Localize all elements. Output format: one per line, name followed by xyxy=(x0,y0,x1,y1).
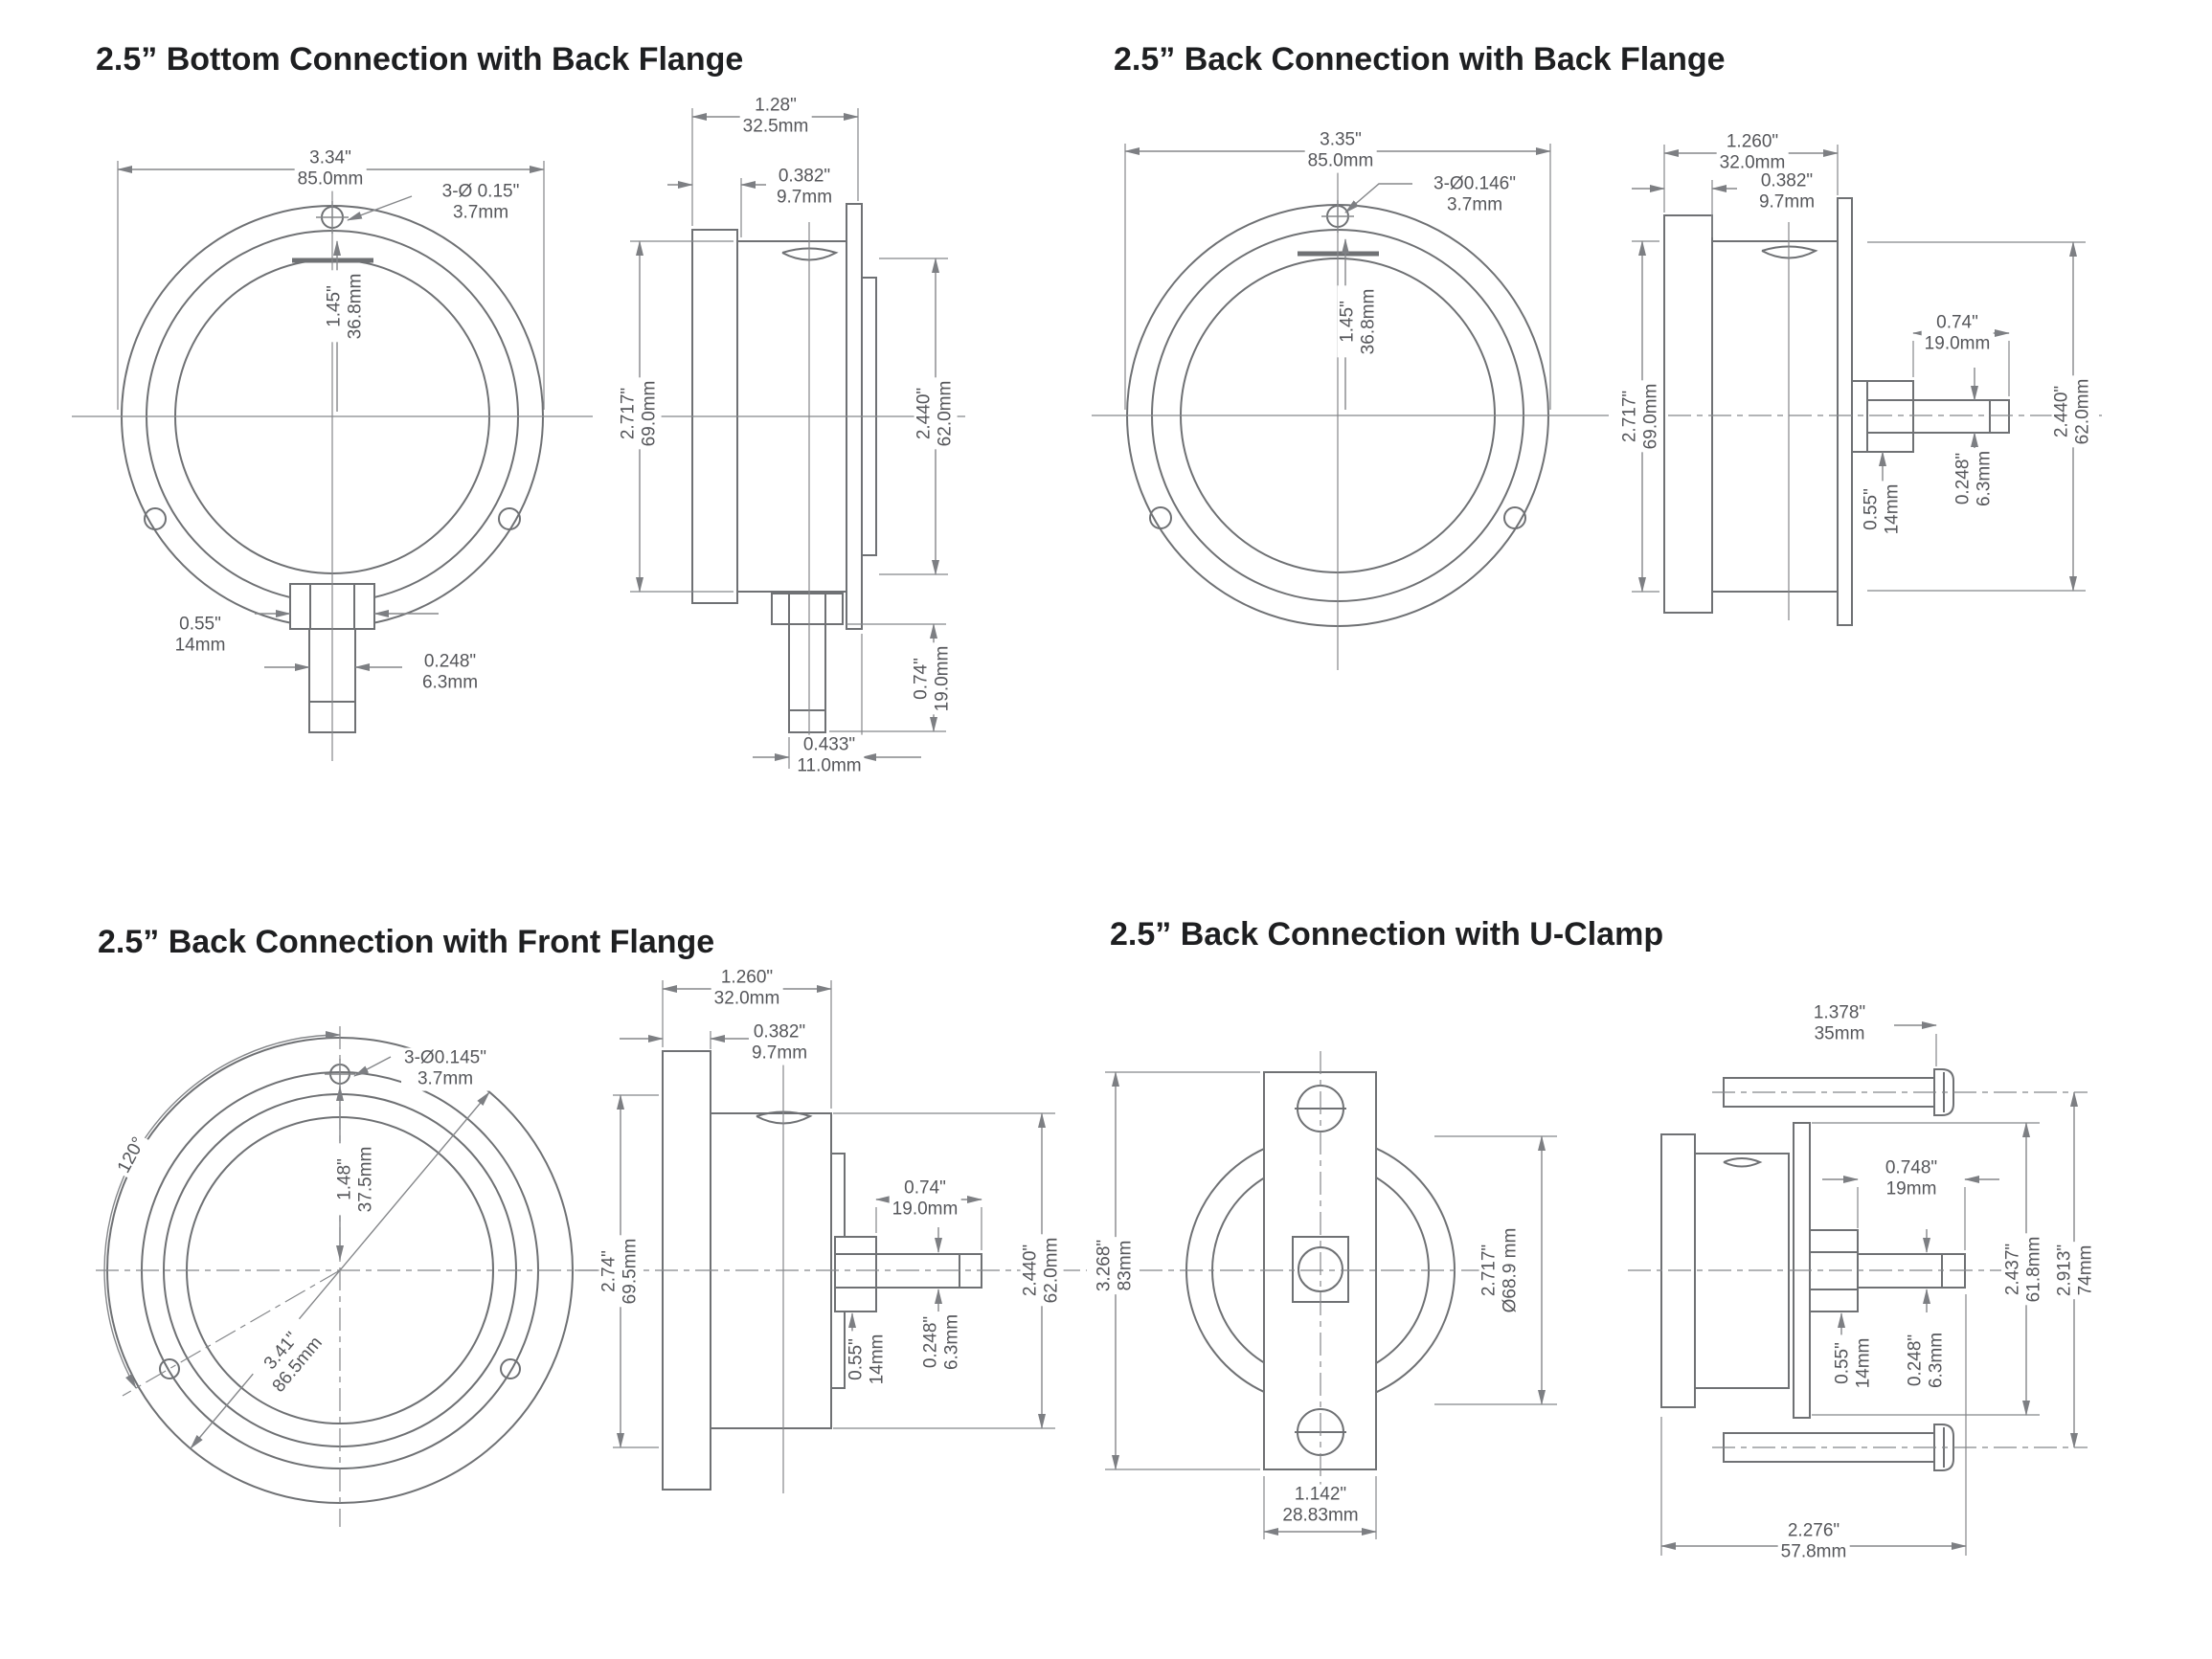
dim-q4-side-hex: 0.55" 14mm xyxy=(1832,1334,1876,1392)
dim-q4-side-screw-span: 2.913" 74mm xyxy=(2054,1241,2098,1300)
q3-title: 2.5” Back Connection with Front Flange xyxy=(98,924,715,960)
dim-q4-side-screw: 1.378" 35mm xyxy=(1810,1002,1869,1046)
dim-q3-side-stem: 0.248" 6.3mm xyxy=(920,1311,964,1374)
dim-q1-front-offset: 1.45" 36.8mm xyxy=(324,270,368,343)
dim-q4-side-clamp-height: 2.437" 61.8mm xyxy=(2002,1233,2046,1306)
dim-q4-side-stem: 0.248" 6.3mm xyxy=(1905,1329,1949,1392)
dim-q1-side-flange: 2.717" 69.0mm xyxy=(618,377,662,450)
dim-q3-side-bezel: 0.382" 9.7mm xyxy=(748,1021,811,1065)
q4-front-view xyxy=(1105,1051,1557,1539)
dim-q3-side-flange: 2.74" 69.5mm xyxy=(598,1235,643,1308)
dim-q1-side-bezel: 0.382" 9.7mm xyxy=(773,166,836,210)
dim-q2-front-offset: 1.45" 36.8mm xyxy=(1337,285,1381,358)
q1-front-view xyxy=(72,161,593,761)
q1-title: 2.5” Bottom Connection with Back Flange xyxy=(96,41,744,78)
q2-title: 2.5” Back Connection with Back Flange xyxy=(1114,41,1726,78)
dim-q2-front-holes: 3-Ø0.146" 3.7mm xyxy=(1431,173,1519,217)
dim-q3-front-offset: 1.48" 37.5mm xyxy=(334,1143,378,1216)
dim-q1-side-tip: 0.433" 11.0mm xyxy=(794,734,865,778)
dim-q4-front-height: 3.268" 83mm xyxy=(1094,1236,1138,1295)
dim-q3-side-case: 2.440" 62.0mm xyxy=(1020,1234,1064,1307)
dim-q2-side-hex: 0.55" 14mm xyxy=(1861,481,1905,538)
q2-side-view xyxy=(1628,145,2102,626)
dim-q1-side-case: 2.440" 62.0mm xyxy=(914,377,958,450)
dim-q1-side-depth: 1.28" 32.5mm xyxy=(739,95,812,139)
dim-q1-side-stem-length: 0.74" 19.0mm xyxy=(911,642,955,715)
dim-q2-side-bezel: 0.382" 9.7mm xyxy=(1755,170,1818,214)
dim-q4-side-depth: 2.276" 57.8mm xyxy=(1777,1520,1850,1564)
dim-q2-side-flange: 2.717" 69.0mm xyxy=(1619,380,1663,453)
dim-q4-side-stem-length: 0.748" 19mm xyxy=(1882,1157,1941,1201)
dim-q3-front-holes: 3-Ø0.145" 3.7mm xyxy=(401,1047,489,1091)
dim-q2-side-stem-length: 0.74" 19.0mm xyxy=(1921,312,1994,356)
dim-q2-side-stem: 0.248" 6.3mm xyxy=(1952,447,1997,510)
dim-q4-front-clamp-width: 1.142" 28.83mm xyxy=(1279,1484,1362,1528)
dim-q3-side-stem-length: 0.74" 19.0mm xyxy=(889,1177,961,1222)
dim-q4-front-case-diameter: 2.717" Ø68.9 mm xyxy=(1478,1224,1523,1316)
q2-front-view xyxy=(1092,144,1609,670)
q1-side-view xyxy=(630,108,965,769)
dim-q3-side-hex: 0.55" 14mm xyxy=(846,1331,890,1388)
dim-q1-front-hex: 0.55" 14mm xyxy=(171,614,229,658)
q3-side-view xyxy=(575,980,1087,1493)
q3-front-view xyxy=(96,1026,613,1527)
dim-q2-side-depth: 1.260" 32.0mm xyxy=(1716,131,1789,175)
dim-q3-side-depth: 1.260" 32.0mm xyxy=(711,967,783,1011)
dim-q1-front-stem: 0.248" 6.3mm xyxy=(418,651,482,695)
dim-q1-front-width: 3.34" 85.0mm xyxy=(294,147,367,191)
q4-title: 2.5” Back Connection with U-Clamp xyxy=(1110,916,1664,953)
dim-q2-front-width: 3.35" 85.0mm xyxy=(1304,129,1377,173)
dim-q2-side-case: 2.440" 62.0mm xyxy=(2051,375,2095,448)
dim-q1-front-holes: 3-Ø 0.15" 3.7mm xyxy=(439,181,523,225)
